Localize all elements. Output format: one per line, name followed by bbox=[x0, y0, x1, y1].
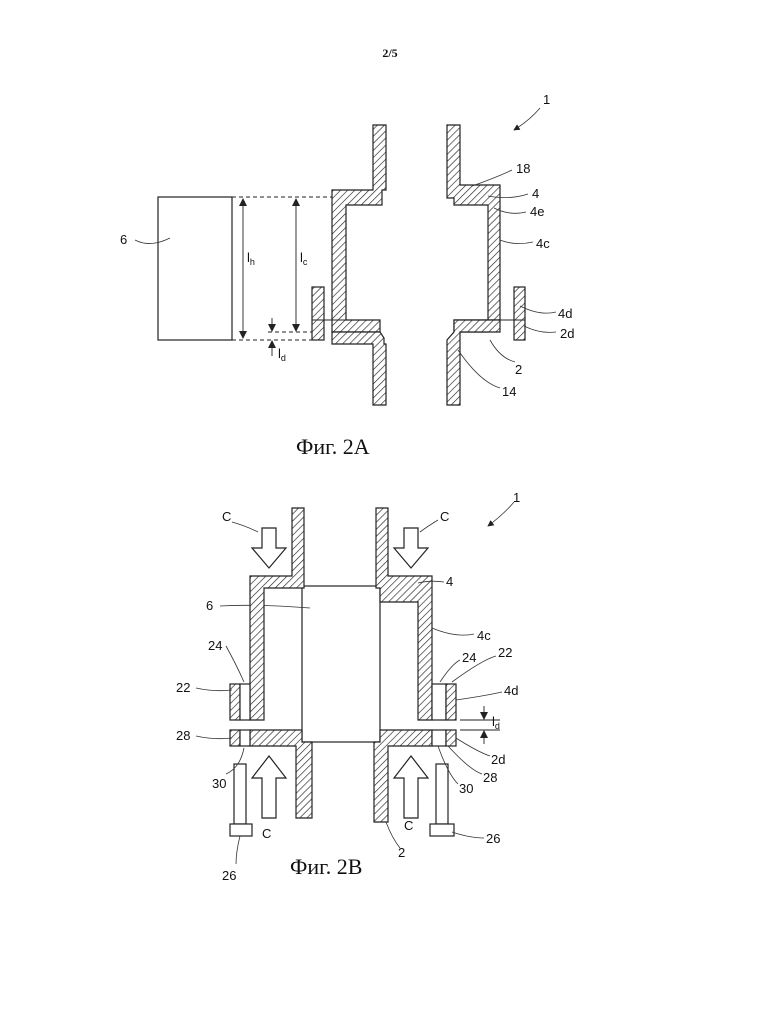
left-ring bbox=[312, 287, 324, 340]
label-4d: 4d bbox=[558, 306, 572, 321]
dim-lh-arrow-bottom bbox=[239, 331, 247, 339]
label-4e: 4e bbox=[530, 204, 544, 219]
leader-4c bbox=[500, 240, 533, 244]
leader-4d-b bbox=[456, 692, 502, 700]
left-pin bbox=[234, 764, 246, 824]
label-26-left: 26 bbox=[222, 868, 236, 883]
label-30-left: 30 bbox=[212, 776, 226, 791]
label-c-right-top: C bbox=[440, 509, 449, 524]
leader-26-right bbox=[452, 832, 484, 838]
label-24-right: 24 bbox=[462, 650, 476, 665]
figure-2b: 1 C C C C 6 bbox=[176, 490, 520, 883]
label-2-b: 2 bbox=[398, 845, 405, 860]
label-2d: 2d bbox=[560, 326, 574, 341]
left-lower-part bbox=[332, 332, 386, 405]
left-ring-22 bbox=[230, 684, 240, 720]
force-arrow-left-bottom bbox=[252, 756, 286, 818]
right-upper-part bbox=[447, 125, 500, 332]
assembly-arrow bbox=[514, 108, 540, 130]
leader-c-left-top bbox=[232, 522, 258, 532]
label-30-right: 30 bbox=[459, 781, 473, 796]
leader-4c-b bbox=[432, 628, 474, 635]
force-arrow-right-bottom bbox=[394, 756, 428, 818]
leader-28-left bbox=[196, 736, 232, 739]
left-upper-part-b bbox=[250, 508, 304, 720]
label-24-left: 24 bbox=[208, 638, 222, 653]
left-gap-30 bbox=[240, 730, 250, 746]
right-ring-22 bbox=[446, 684, 456, 720]
label-ld: ld bbox=[278, 346, 286, 363]
left-gap-24 bbox=[240, 684, 250, 720]
dim-ld-b-arrow-lower bbox=[480, 730, 488, 738]
label-14: 14 bbox=[502, 384, 516, 399]
dim-ld-arrow-upper bbox=[268, 324, 276, 332]
right-gap-24 bbox=[432, 684, 446, 720]
label-28-left: 28 bbox=[176, 728, 190, 743]
leader-6-b bbox=[220, 605, 310, 608]
label-4c-b: 4c bbox=[477, 628, 491, 643]
label-lh: lh bbox=[247, 250, 255, 267]
right-lower-part bbox=[447, 320, 500, 405]
leader-22-left bbox=[196, 688, 232, 691]
label-ld-b: ld bbox=[492, 714, 500, 731]
dim-lc-arrow-bottom bbox=[292, 324, 300, 332]
label-6-b: 6 bbox=[206, 598, 213, 613]
dim-ld-arrow-lower bbox=[268, 340, 276, 348]
figure-2a: 1 6 lh lc ld bbox=[120, 92, 574, 459]
left-upper-part bbox=[332, 125, 386, 332]
block-6 bbox=[158, 197, 232, 340]
leader-c-right-top bbox=[420, 520, 438, 532]
right-pin bbox=[436, 764, 448, 824]
label-lc: lc bbox=[300, 250, 308, 267]
label-2d-b: 2d bbox=[491, 752, 505, 767]
label-22-right: 22 bbox=[498, 645, 512, 660]
label-22-left: 22 bbox=[176, 680, 190, 695]
figure-2b-caption: Фиг. 2В bbox=[290, 854, 362, 879]
label-4c: 4c bbox=[536, 236, 550, 251]
label-2: 2 bbox=[515, 362, 522, 377]
force-arrow-right-top bbox=[394, 528, 428, 568]
label-1: 1 bbox=[543, 92, 550, 107]
label-28-right: 28 bbox=[483, 770, 497, 785]
label-c-right-bottom: C bbox=[404, 818, 413, 833]
dim-lh-arrow-top bbox=[239, 198, 247, 206]
right-ring-28 bbox=[446, 730, 456, 746]
label-4: 4 bbox=[532, 186, 539, 201]
leader-26-left bbox=[236, 836, 240, 864]
right-gap-30 bbox=[432, 730, 446, 746]
dim-lc-arrow-top bbox=[292, 198, 300, 206]
label-6: 6 bbox=[120, 232, 127, 247]
label-4-b: 4 bbox=[446, 574, 453, 589]
leader-14 bbox=[458, 350, 500, 388]
label-c-left-bottom: C bbox=[262, 826, 271, 841]
right-ring bbox=[514, 287, 525, 340]
label-18: 18 bbox=[516, 161, 530, 176]
leader-2d-b bbox=[456, 738, 490, 756]
left-pin-head bbox=[230, 824, 252, 836]
label-26-right: 26 bbox=[486, 831, 500, 846]
assembly-arrow-b bbox=[488, 502, 514, 526]
block-6-b bbox=[302, 586, 380, 742]
leader-2 bbox=[490, 340, 515, 362]
label-c-left-top: C bbox=[222, 509, 231, 524]
label-4d-b: 4d bbox=[504, 683, 518, 698]
right-pin-head bbox=[430, 824, 454, 836]
leader-24-left bbox=[226, 646, 244, 682]
force-arrow-left-top bbox=[252, 528, 286, 568]
figure-2a-caption: Фиг. 2А bbox=[296, 434, 370, 459]
dim-ld-b-arrow-upper bbox=[480, 712, 488, 720]
label-1-b: 1 bbox=[513, 490, 520, 505]
leader-2d bbox=[524, 326, 556, 332]
leader-18 bbox=[472, 170, 512, 186]
